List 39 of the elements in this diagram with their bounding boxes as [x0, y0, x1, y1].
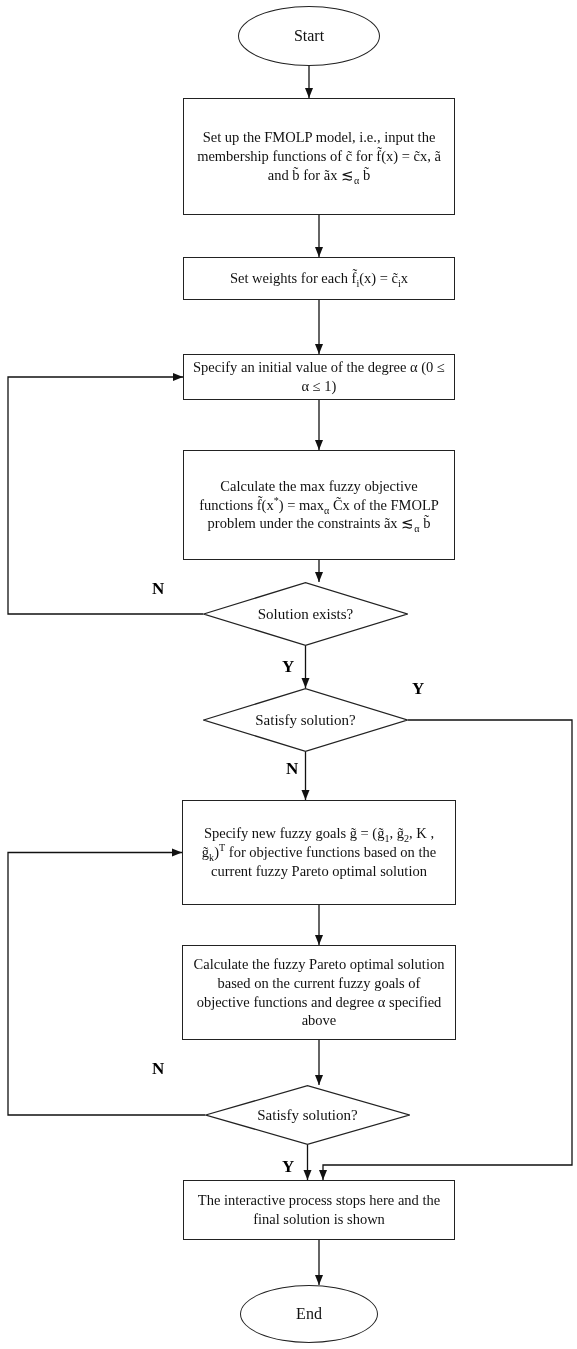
- terminal-text: End: [296, 1305, 322, 1323]
- process-box: [183, 257, 455, 300]
- terminal-text: Start: [293, 27, 325, 45]
- process-text: Calculate the max fuzzy objective functions f̃(x$^{*}$) = max$_{α}$ C̃x of the FMOLP problem under the constraints ãx ≲$_{α}$ b̃: [198, 476, 440, 534]
- arrow: [314, 904, 324, 946]
- edge-label: Y: [280, 1158, 297, 1175]
- arrow: [301, 751, 310, 801]
- process-box: [183, 354, 455, 400]
- arrow: [301, 645, 310, 689]
- process-text: The interactive process stops here and the final solution is shown: [196, 1191, 442, 1229]
- arrow: [303, 1144, 312, 1181]
- arrow: [7, 372, 204, 615]
- arrow: [314, 214, 324, 258]
- process-text: Set weights for each f̃$_{i}$(x) = c̃$_{i}$x: [229, 269, 409, 288]
- arrow: [304, 65, 314, 99]
- process-text: Set up the FMOLP model, i.e., input the membership functions of c̃ for f̃(x) = c̃x, ã and b̃ for ãx ≲$_{α}$ b̃: [196, 128, 442, 185]
- arrow: [314, 299, 324, 355]
- arrow: [318, 719, 573, 1181]
- arrow: [314, 1239, 324, 1286]
- arrow: [314, 1039, 324, 1086]
- edge-label: N: [284, 760, 301, 777]
- process-box: [182, 945, 456, 1040]
- decision-text: Satisfy solution?: [255, 711, 356, 729]
- edge-label: N: [150, 580, 167, 597]
- process-text: Specify new fuzzy goals g̃ = (g̃$_{1}$, g̃$_{2}$, K , g̃$_{k}$)$^{T}$ for objective functions based on the current fuzzy Pareto optimal solution: [200, 824, 438, 881]
- arrow: [314, 559, 324, 583]
- process-box: [183, 450, 455, 560]
- decision-text: Satisfy solution?: [257, 1106, 358, 1124]
- process-box: [182, 800, 456, 905]
- decision-text: Solution exists?: [257, 605, 354, 623]
- edge-label: Y: [410, 680, 427, 697]
- process-box: [183, 1180, 455, 1240]
- arrow: [7, 848, 206, 1116]
- process-box: [183, 98, 455, 215]
- edge-label: N: [150, 1060, 167, 1077]
- process-text: Specify an initial value of the degree α (0 ≤ α ≤ 1): [192, 358, 446, 396]
- process-text: Calculate the fuzzy Pareto optimal solution based on the current fuzzy goals of objective functions and degree α specified above: [192, 954, 446, 1031]
- edge-label: Y: [280, 658, 297, 675]
- arrow: [314, 399, 324, 451]
